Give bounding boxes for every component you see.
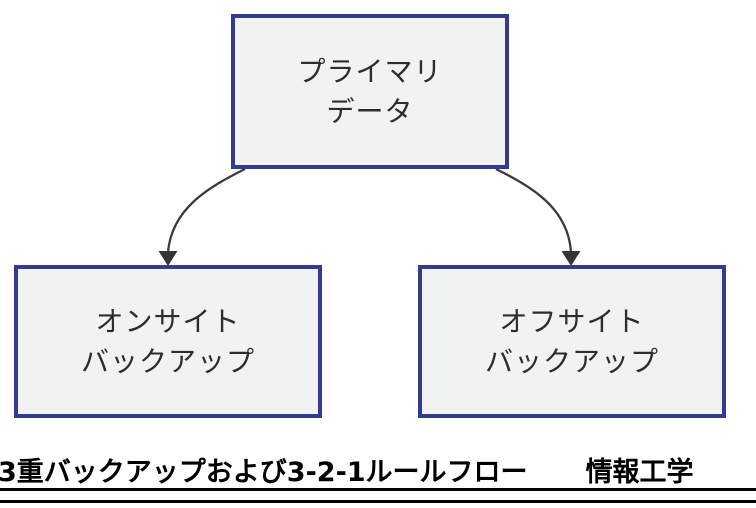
figure-caption-subject: 情報工学 (585, 457, 694, 488)
node-onsite-backup: オンサイト バックアップ (14, 265, 322, 418)
node-onsite-backup-label-line1: オンサイト (95, 304, 241, 338)
edge-primary-to-offsite (495, 167, 581, 266)
figure-bottom-rule (0, 500, 756, 503)
edge-primary-to-onsite-line (166, 167, 246, 253)
node-primary-data-label-line2: データ (326, 94, 414, 128)
figure-caption-title: 3重バックアップおよび3-2-1ルールフロー (0, 457, 528, 488)
node-primary-data: プライマリ データ (231, 14, 509, 169)
arrowhead-down-icon (158, 251, 178, 266)
node-primary-data-label-line1: プライマリ (297, 54, 443, 88)
node-offsite-backup-label-line1: オフサイト (499, 304, 645, 338)
arrowhead-down-icon (561, 251, 581, 266)
node-offsite-backup: オフサイト バックアップ (418, 265, 726, 418)
edge-primary-to-onsite (158, 167, 246, 266)
edge-primary-to-offsite-line (495, 167, 573, 253)
node-onsite-backup-label-line2: バックアップ (80, 344, 255, 378)
caption-underline (0, 488, 756, 491)
node-offsite-backup-label-line2: バックアップ (484, 344, 659, 378)
figure-caption: 3重バックアップおよび3-2-1ルールフロー 情報工学 (0, 456, 756, 489)
